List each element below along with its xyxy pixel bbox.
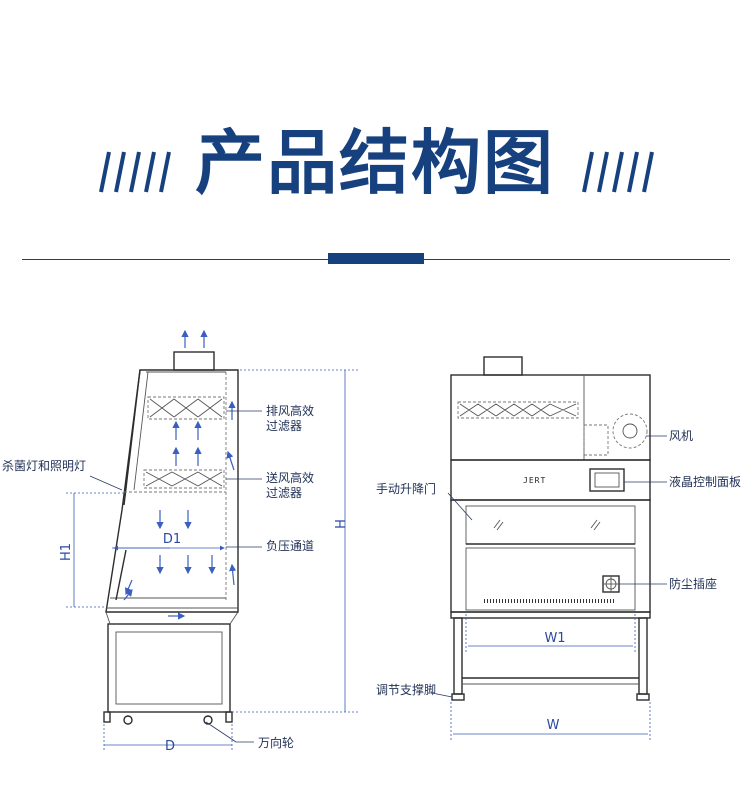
label-adjust-foot: 调节支撑脚 xyxy=(376,682,436,697)
label-exhaust-filter-2: 过滤器 xyxy=(266,419,302,433)
front-work-zone xyxy=(450,499,651,613)
dim-depth: D xyxy=(165,739,175,754)
adjust-foot-right xyxy=(636,693,650,701)
page-title: 产品结构图 xyxy=(195,122,555,204)
sash-glass xyxy=(465,505,636,545)
structure-drawing: H H1 D1 D 排风高效 过滤器 送风高效 过滤器 杀菌灯和照明灯 负压通道… xyxy=(2,329,741,754)
header: 产品结构图 xyxy=(0,0,750,280)
header-divider-accent xyxy=(328,253,424,264)
dim-height1: H1 xyxy=(59,543,74,561)
dim-width1: W1 xyxy=(544,631,565,646)
label-caster: 万向轮 xyxy=(258,735,294,750)
label-manual-door: 手动升降门 xyxy=(376,481,436,496)
dust-socket-icon xyxy=(602,575,620,593)
side-exhaust-filter xyxy=(147,396,225,420)
side-caster xyxy=(123,715,133,725)
label-lamp: 杀菌灯和照明灯 xyxy=(2,458,86,473)
side-exhaust-collar xyxy=(173,351,215,371)
side-supply-filter xyxy=(143,469,225,489)
front-leg xyxy=(453,617,463,695)
label-supply-filter: 送风高效 xyxy=(266,470,314,485)
front-control-band xyxy=(450,459,651,501)
fan-icon xyxy=(583,413,648,456)
label-negative-channel: 负压通道 xyxy=(266,539,314,553)
side-view: H H1 D1 D 排风高效 过滤器 送风高效 过滤器 杀菌灯和照明灯 负压通道… xyxy=(2,329,360,754)
dim-depth1: D1 xyxy=(163,532,181,547)
dim-height: H xyxy=(334,519,349,529)
label-exhaust-filter: 排风高效 xyxy=(266,403,314,418)
front-upper-cabinet xyxy=(450,374,651,461)
adjust-foot-left xyxy=(451,693,465,701)
front-view: JERT W1 W xyxy=(376,356,741,740)
side-caster xyxy=(203,715,213,725)
lcd-panel xyxy=(589,468,625,492)
front-leg xyxy=(638,617,648,695)
side-cabinet-body xyxy=(105,369,239,613)
side-stand xyxy=(107,623,231,713)
front-exhaust-filter xyxy=(457,401,579,419)
label-dust-socket: 防尘插座 xyxy=(669,576,717,591)
dim-width: W xyxy=(547,718,560,733)
brand-text: JERT xyxy=(523,476,546,485)
label-lcd-panel: 液晶控制面板 xyxy=(669,474,741,489)
front-exhaust-collar xyxy=(483,356,523,376)
airflow-arrows xyxy=(123,400,237,620)
label-supply-filter-2: 过滤器 xyxy=(266,486,302,500)
label-fan: 风机 xyxy=(669,429,693,443)
